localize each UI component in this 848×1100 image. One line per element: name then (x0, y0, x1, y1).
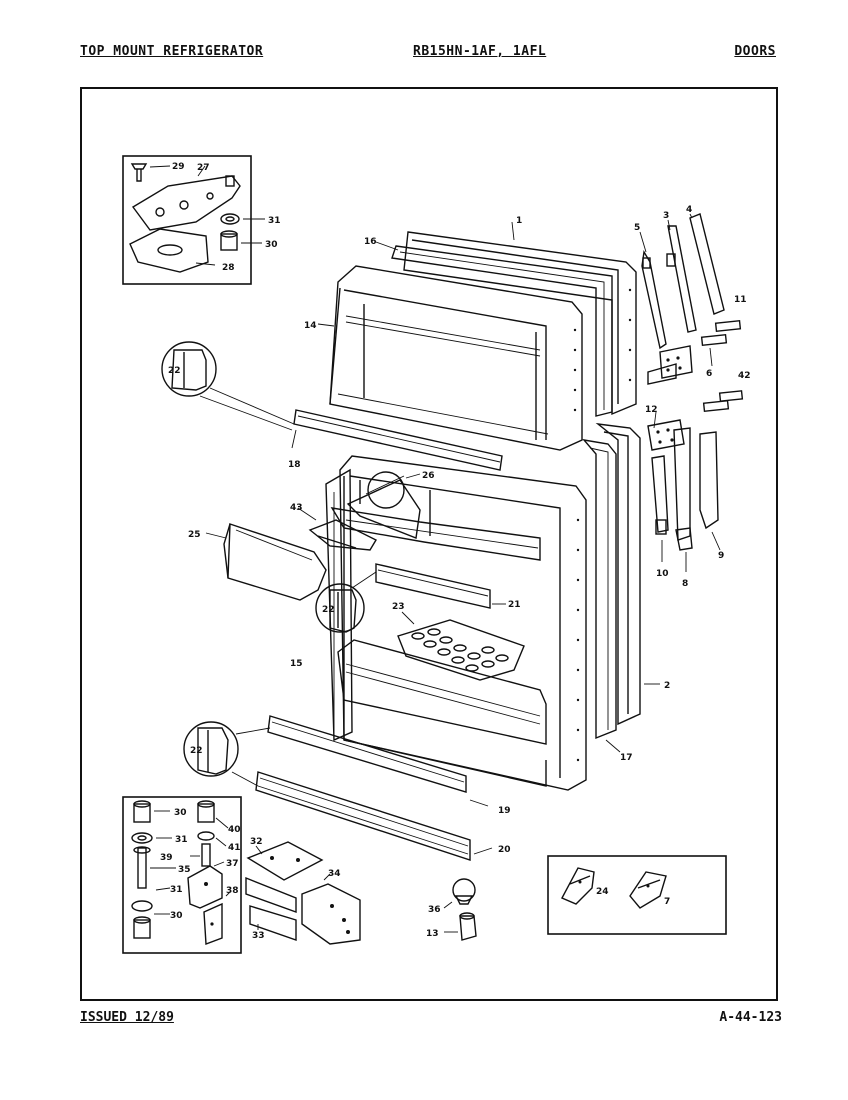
document-number: A-44-123 (719, 1010, 782, 1025)
callout-32: 32 (250, 837, 263, 847)
callout-39: 39 (160, 853, 173, 863)
handle-parts-inset (547, 855, 727, 935)
callout-10: 10 (656, 569, 669, 579)
callout-27: 27 (197, 163, 210, 173)
callout-41: 41 (228, 843, 241, 853)
callout-43: 43 (290, 503, 303, 513)
callout-6: 6 (706, 369, 712, 379)
bottom-hinge-inset (122, 796, 242, 954)
page-title: TOP MOUNT REFRIGERATOR (80, 44, 264, 59)
lower-hinge-assembly (245, 841, 361, 945)
callout-19: 19 (498, 806, 511, 816)
callout-labels: 29 27 31 30 28 1 16 14 22 18 26 43 25 22… (160, 162, 751, 941)
callout-13: 13 (426, 929, 439, 939)
freezer-shelf-rail (291, 409, 503, 471)
door-shelf-rail-bottom (267, 715, 489, 807)
callout-22-top: 22 (168, 366, 181, 376)
fresh-food-door (325, 422, 660, 791)
section-title: DOORS (734, 44, 776, 59)
top-hinge-inset (122, 155, 265, 285)
callout-31-c: 31 (170, 885, 183, 895)
callout-24: 24 (596, 887, 609, 897)
detail-circle-22-middle (315, 571, 377, 633)
butter-compartment (346, 471, 421, 539)
callout-31: 31 (268, 216, 281, 226)
callout-28: 28 (222, 263, 235, 273)
door-shelf-rail-upper (375, 563, 506, 609)
callout-34: 34 (328, 869, 341, 879)
callout-30-b: 30 (174, 808, 187, 818)
callout-14: 14 (304, 321, 317, 331)
diagram-frame (80, 87, 778, 1001)
callout-31-b: 31 (175, 835, 188, 845)
door-stop-parts (443, 878, 477, 941)
callout-40: 40 (228, 825, 241, 835)
callout-8: 8 (682, 579, 688, 589)
model-number: RB15HN-1AF, 1AFL (413, 44, 547, 59)
callout-1: 1 (516, 216, 522, 226)
callout-22-middle: 22 (322, 605, 335, 615)
callout-16: 16 (364, 237, 377, 247)
callout-37: 37 (226, 859, 239, 869)
callout-20: 20 (498, 845, 511, 855)
callout-26: 26 (422, 471, 435, 481)
right-hinge-parts (639, 213, 744, 572)
callout-15: 15 (290, 659, 303, 669)
dairy-door-cover (205, 523, 327, 601)
callout-22-bottom: 22 (190, 746, 203, 756)
callout-42: 42 (738, 371, 751, 381)
callout-36: 36 (428, 905, 441, 915)
detail-circle-22-top (161, 341, 295, 431)
callout-7: 7 (664, 897, 670, 907)
callout-12: 12 (645, 405, 658, 415)
callout-9: 9 (718, 551, 724, 561)
freezer-door (317, 221, 637, 451)
butter-lever (297, 507, 377, 551)
callout-4: 4 (686, 205, 692, 215)
callout-30-c: 30 (170, 911, 183, 921)
door-shelf-rail-20 (255, 771, 493, 861)
callout-21: 21 (508, 600, 521, 610)
egg-tray (397, 611, 525, 681)
callout-29: 29 (172, 162, 185, 172)
callout-11: 11 (734, 295, 747, 305)
callout-30: 30 (265, 240, 278, 250)
callout-25: 25 (188, 530, 201, 540)
callout-38: 38 (226, 886, 239, 896)
detail-circle-22-bottom (183, 721, 271, 787)
callout-3: 3 (663, 211, 669, 221)
callout-23: 23 (392, 602, 405, 612)
callout-18: 18 (288, 460, 301, 470)
callout-5: 5 (634, 223, 640, 233)
callout-35: 35 (178, 865, 191, 875)
callout-17: 17 (620, 753, 633, 763)
issue-date: ISSUED 12/89 (80, 1010, 174, 1025)
callout-2: 2 (664, 681, 670, 691)
callout-33: 33 (252, 931, 265, 941)
